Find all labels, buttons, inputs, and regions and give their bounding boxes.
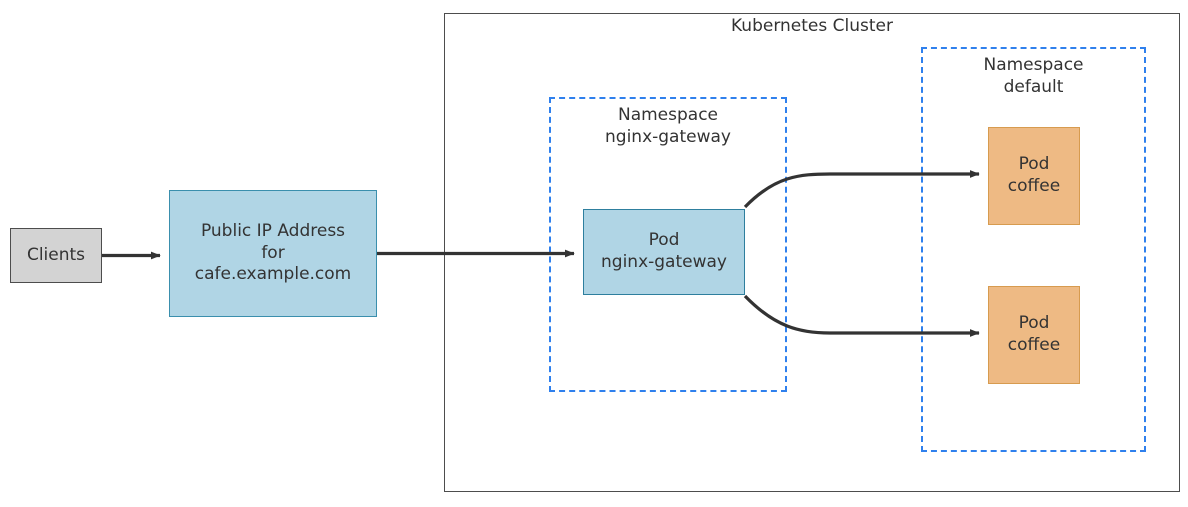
- node-public-ip-address: Public IP Address for cafe.example.com: [169, 190, 377, 317]
- namespace-label-nginx-gateway: Namespace nginx-gateway: [605, 105, 731, 148]
- node-clients: Clients: [10, 228, 102, 283]
- node-pod-coffee-2: Pod coffee: [988, 286, 1080, 384]
- node-pod-nginx-gateway: Pod nginx-gateway: [583, 209, 745, 295]
- namespace-frame-nginx-gateway: [549, 97, 787, 392]
- namespace-frame-default: [921, 47, 1146, 452]
- kubernetes-cluster-title: Kubernetes Cluster: [731, 16, 893, 36]
- namespace-label-default: Namespace default: [983, 55, 1084, 98]
- node-pod-coffee-1: Pod coffee: [988, 127, 1080, 225]
